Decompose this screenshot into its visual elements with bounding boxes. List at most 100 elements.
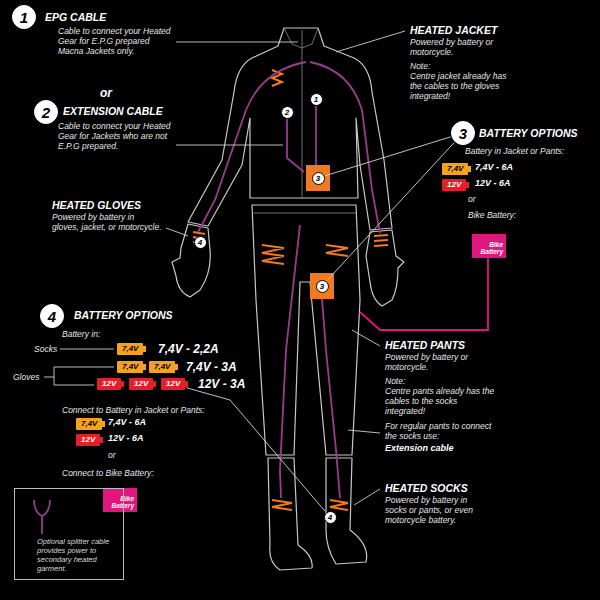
node-text: 3: [320, 282, 324, 291]
battery-12v: 12V: [161, 378, 185, 390]
description-text: Cable to connect your Heated Gear for Ja…: [58, 121, 173, 151]
section-heading: HEATED JACKET: [410, 24, 497, 36]
callout-number: 4: [194, 236, 207, 249]
battery-terminal: [175, 364, 178, 370]
or-text: or: [100, 86, 112, 100]
description-text: Gloves: [13, 372, 39, 382]
bike-battery-wire: [360, 258, 488, 330]
node-text: Optional splitter cable provides power t…: [37, 537, 117, 573]
battery-rating: 7,4V - 3A: [186, 360, 237, 374]
battery-terminal: [121, 381, 124, 387]
heating-element: [326, 245, 348, 256]
section-heading: BATTERY OPTIONS: [74, 309, 173, 321]
heating-element: [272, 500, 292, 510]
node-text: 12V: [447, 180, 461, 190]
battery-12v: 12V: [76, 434, 100, 446]
description-text: Cable to connect your Heated Gear for E.…: [58, 26, 173, 56]
node-text: 3: [459, 125, 467, 142]
node-text: 12V: [134, 379, 148, 389]
battery-7v4: 7,4V: [149, 361, 175, 373]
node-text: Bike Battery: [106, 496, 134, 510]
battery-7v4: 7,4V: [117, 361, 143, 373]
leader-line: [186, 388, 325, 512]
description-text: Powered by battery or motorcycle.: [410, 37, 500, 57]
node-text: 12V: [81, 435, 95, 445]
description-text: Centre pants already has the cables to t…: [385, 386, 495, 416]
jacket-battery: [306, 165, 330, 191]
battery-rating: 12V - 6A: [475, 178, 511, 189]
section-heading: BATTERY OPTIONS: [479, 127, 578, 139]
callout-number: 2: [281, 106, 294, 119]
battery-rating: 7,4V - 2,2A: [158, 342, 219, 356]
jacket-outline: [188, 28, 392, 230]
battery-terminal: [143, 364, 146, 370]
splitter-icon: [34, 500, 50, 534]
description-text: For regular pants to connect the socks u…: [385, 421, 495, 441]
callout-number: 3: [316, 280, 329, 293]
description-text: Connect to Battery in Jacket or Pants:: [62, 405, 205, 415]
left-sock: [268, 458, 312, 570]
description-text: Socks: [34, 344, 57, 354]
leader-line: [327, 143, 454, 281]
bike-battery: Bike Battery: [472, 234, 506, 258]
description-text: Bike Battery:: [468, 210, 516, 220]
section-heading: HEATED SOCKS: [385, 482, 468, 494]
description-text: Centre jacket already has the cables to …: [410, 71, 510, 101]
section-heading: EXTENSION CABLE: [63, 105, 163, 117]
description-text: Powered by battery in socks or pants, or…: [385, 495, 485, 525]
node-text: 3: [316, 174, 320, 183]
callout-number: 2: [34, 100, 58, 124]
node-text: 1: [314, 95, 318, 104]
battery-rating: 12V - 3A: [198, 377, 245, 391]
node-text: 12V: [166, 379, 180, 389]
section-heading: HEATED PANTS: [385, 339, 465, 351]
leader-line: [176, 145, 283, 146]
jacket-zip: [302, 30, 303, 197]
description-text: or: [468, 194, 476, 204]
node-text: 4: [328, 513, 332, 522]
pants-outline: [252, 205, 360, 455]
callout-number: 1: [12, 5, 36, 29]
bike-battery: Bike Battery: [103, 488, 137, 512]
leader-line: [176, 42, 298, 43]
leader-line: [352, 330, 380, 346]
leader-line: [325, 137, 450, 176]
node-text: 4: [48, 308, 56, 325]
node-text: 7,4V: [154, 362, 170, 372]
description-text: Battery in Jacket or Pants:: [465, 146, 564, 156]
battery-terminal: [468, 166, 471, 172]
node-text: 2: [42, 104, 50, 121]
battery-rating: 12V - 6A: [108, 433, 144, 444]
callout-number: 1: [310, 93, 323, 106]
extension-cable: [287, 119, 304, 172]
leader-line: [348, 430, 380, 433]
callout-number: 3: [451, 121, 475, 145]
pants-waistband: [252, 213, 356, 214]
node-text: 2: [285, 108, 289, 117]
pants-wire: [322, 299, 340, 498]
splitter-note-box: Optional splitter cable provides power t…: [14, 488, 124, 580]
section-heading: HEATED GLOVES: [52, 199, 141, 211]
cable-name: Extension cable: [385, 443, 454, 454]
callout-number: 4: [324, 511, 337, 524]
description-text: Powered by battery or motorcycle.: [385, 352, 475, 372]
battery-terminal: [466, 182, 469, 188]
battery-terminal: [102, 421, 105, 427]
battery-rating: 7,4V - 6A: [108, 417, 146, 428]
leader-line: [336, 31, 405, 52]
description-text: Powered by battery in gloves, jacket, or…: [52, 212, 162, 232]
battery-7v4: 7,4V: [76, 418, 102, 430]
callout-number: 4: [40, 304, 64, 328]
right-glove: [366, 230, 404, 306]
jacket-collar: [284, 28, 318, 48]
battery-12v: 12V: [97, 378, 121, 390]
node-text: 7,4V: [122, 344, 138, 354]
description-text: or: [108, 450, 116, 460]
leader-line: [354, 489, 380, 505]
epg-wire: [315, 106, 317, 165]
node-text: 7,4V: [81, 419, 97, 429]
battery-terminal: [153, 381, 156, 387]
